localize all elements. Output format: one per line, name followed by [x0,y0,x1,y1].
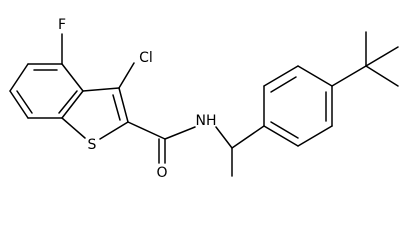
atom-label-fluorine: F [58,17,66,33]
atom-label-oxygen: O [156,165,167,181]
atom-label-chlorine: Cl [139,50,153,66]
thiophene-ring [61,87,129,140]
bond [9,63,29,92]
bond-c-n [164,126,196,140]
benzo-ring [9,63,84,119]
bond [99,121,129,140]
double-bond-inner [112,94,121,121]
bond [118,87,129,123]
bond [263,65,299,87]
bond [61,63,84,92]
bond [9,90,29,119]
phenyl-ring [263,65,333,147]
bond [61,90,84,119]
bond-c-carbonyl [127,121,166,140]
bond [297,65,333,87]
bond-n-ch [215,126,233,149]
atom-label-nitrogen-hydrogen: NH [196,113,217,129]
bond-ch-aryl [231,125,265,149]
bond [82,87,120,92]
double-bond-inner [58,90,78,114]
bond-c-cl [118,62,135,89]
bond [61,117,86,139]
double-bond-inner [16,90,33,114]
bond-tbutyl-methyl-right-down [365,65,399,87]
bond-aryl-tbutyl [331,65,367,87]
bond-tbutyl-methyl-right-up [365,46,399,67]
atom-label-sulfur: S [88,137,97,153]
bond [297,125,333,147]
bond [263,125,299,147]
structural-formula-diagram: F Cl S NH O [9,17,399,181]
double-bond-inner [270,76,297,93]
double-bond-inner [270,121,299,139]
